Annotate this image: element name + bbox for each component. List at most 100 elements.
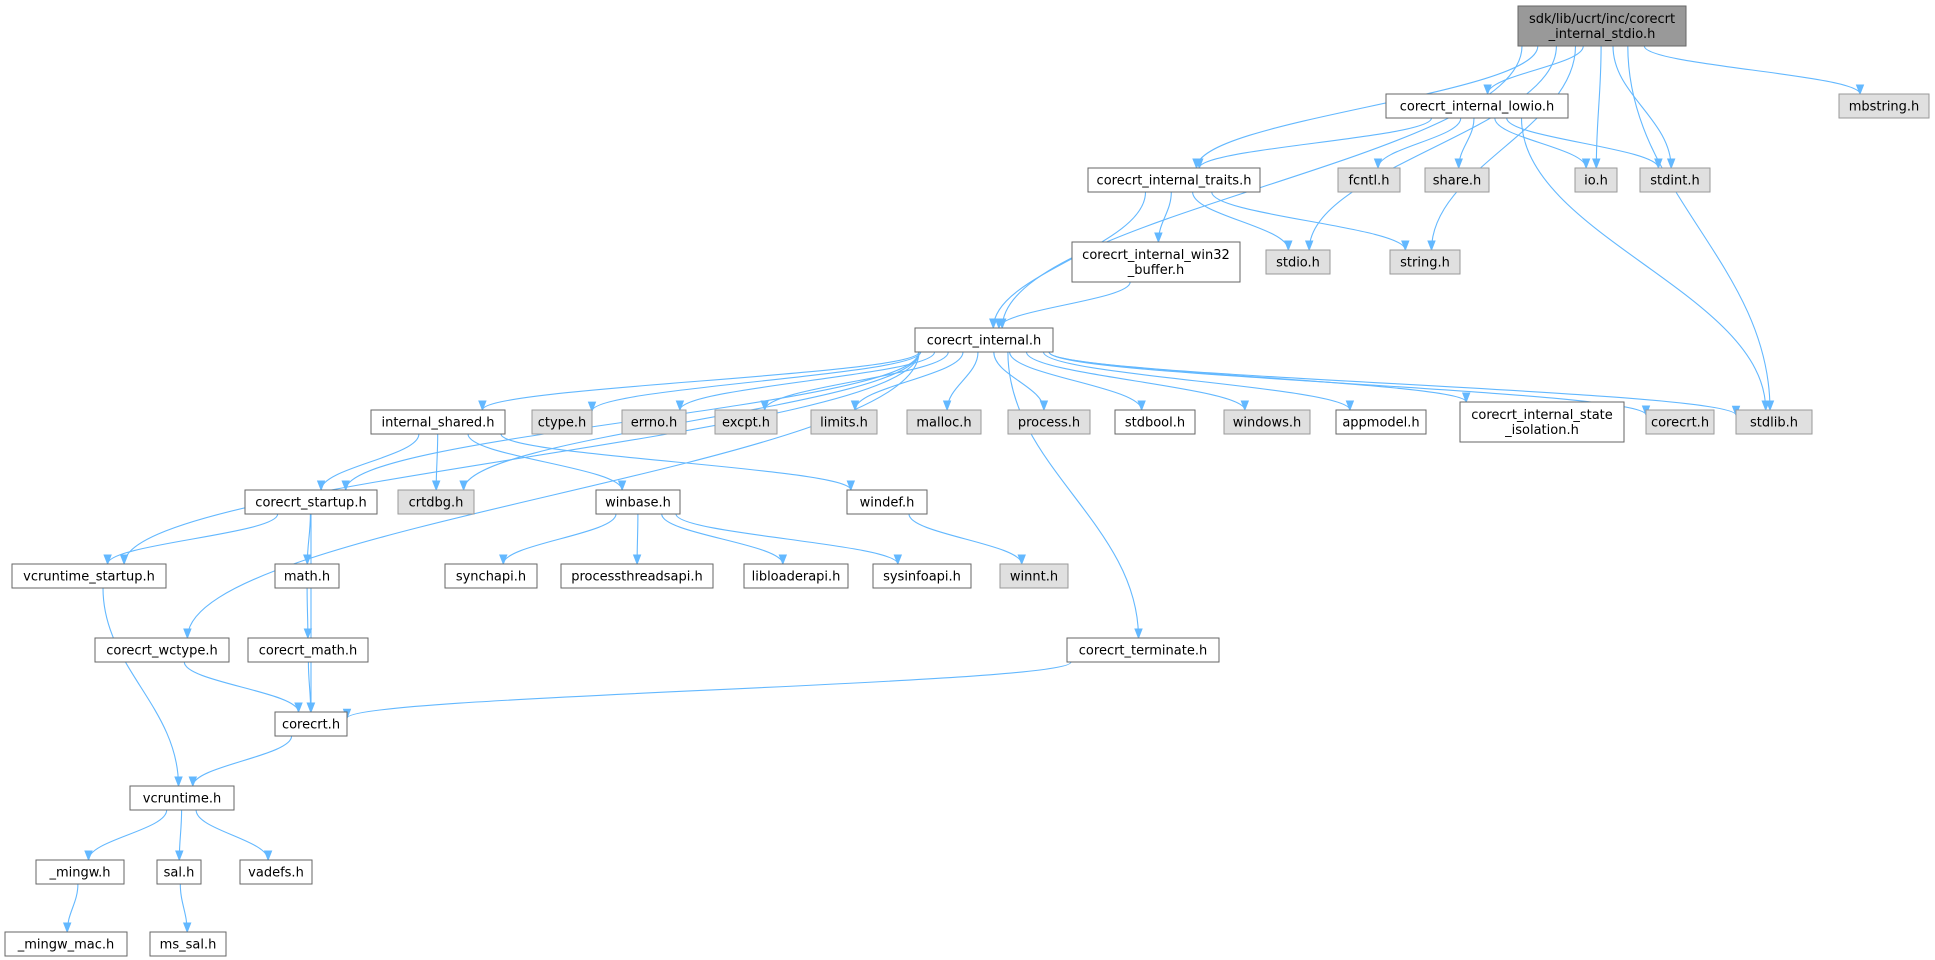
node-corecrt[interactable]: corecrt.h (274, 711, 348, 737)
node-mingw[interactable]: _mingw.h (35, 859, 125, 885)
node-label: winbase.h (605, 496, 671, 511)
node-label: corecrt_internal_lowio.h (1400, 100, 1555, 115)
node-root[interactable]: sdk/lib/ucrt/inc/corecrt_internal_stdio.… (1517, 5, 1687, 47)
edge-arrowhead (294, 702, 303, 714)
edge-line (346, 661, 1072, 719)
edge-line (102, 587, 180, 787)
node-label: corecrt.h (1651, 416, 1709, 431)
edge-arrowhead (893, 554, 903, 566)
node-box (914, 327, 1054, 353)
node-label: stdbool.h (1125, 416, 1185, 431)
node-box (1385, 93, 1569, 119)
node-vadefs[interactable]: vadefs.h (239, 859, 313, 885)
edge-line (1506, 117, 1659, 169)
node-math[interactable]: math.h (274, 563, 340, 589)
node-traits[interactable]: corecrt_internal_traits.h (1087, 167, 1261, 193)
node-label: vcruntime_startup.h (23, 570, 155, 585)
edge-arrowhead (942, 400, 952, 412)
node-appmodel[interactable]: appmodel.h (1335, 409, 1427, 435)
edge-line (502, 513, 617, 565)
node-cmath[interactable]: corecrt_math.h (247, 637, 369, 663)
edge-traits-to-stdio (1192, 191, 1293, 252)
edge-arrowhead (431, 480, 441, 492)
edge-root-to-io (1592, 45, 1602, 170)
node-stdio: stdio.h (1265, 249, 1331, 275)
node-label: sal.h (164, 866, 195, 881)
node-label: share.h (1433, 174, 1481, 189)
edge-line (186, 351, 920, 639)
edge-internal-to-appmodel (1042, 351, 1355, 412)
node-sysinfo[interactable]: sysinfoapi.h (872, 563, 972, 589)
node-startup[interactable]: corecrt_startup.h (244, 489, 378, 515)
edge-arrowhead (1427, 240, 1436, 252)
edge-arrowhead (459, 480, 468, 492)
edge-line (998, 281, 1131, 329)
node-winbase[interactable]: winbase.h (595, 489, 681, 515)
node-mssal[interactable]: ms_sal.h (149, 931, 227, 957)
node-win32buf[interactable]: corecrt_internal_win32_buffer.h (1071, 241, 1241, 283)
node-vcruntime[interactable]: vcruntime.h (129, 785, 235, 811)
node-box (1087, 167, 1261, 193)
node-box (1838, 93, 1930, 119)
node-internal[interactable]: corecrt_internal.h (914, 327, 1054, 353)
edge-line (908, 513, 1023, 565)
edge-lowio-to-io (1494, 117, 1591, 170)
edge-line (675, 513, 899, 565)
node-box (239, 859, 313, 885)
edge-arrowhead (1461, 392, 1471, 404)
node-label: ms_sal.h (160, 938, 217, 953)
node-wctype[interactable]: corecrt_wctype.h (94, 637, 230, 663)
node-stdint: stdint.h (1639, 167, 1711, 193)
edge-root-to-lowio (1483, 45, 1584, 96)
node-stdbool[interactable]: stdbool.h (1114, 409, 1196, 435)
node-sal[interactable]: sal.h (156, 859, 202, 885)
edge-winbase-to-libloader (661, 513, 788, 566)
node-synchapi[interactable]: synchapi.h (444, 563, 538, 589)
node-label: windows.h (1233, 416, 1301, 431)
edge-line (1612, 45, 1672, 169)
edge-arrowhead (1855, 84, 1865, 96)
node-label: synchapi.h (456, 570, 526, 585)
edge-math-to-cmath (303, 587, 313, 640)
edge-arrowhead (103, 554, 112, 566)
edge-corecrt-to-vcruntime (188, 735, 293, 788)
node-mingwmac[interactable]: _mingw_mac.h (4, 931, 128, 957)
node-box (1114, 409, 1196, 435)
edge-arrowhead (587, 401, 597, 413)
edge-line (463, 351, 920, 491)
node-libloader[interactable]: libloaderapi.h (743, 563, 849, 589)
edge-lowio-to-stdint (1506, 117, 1663, 170)
edge-line (467, 433, 623, 491)
node-stateiso[interactable]: corecrt_internal_state_isolation.h (1459, 401, 1625, 443)
node-label: libloaderapi.h (752, 570, 841, 585)
edge-arrowhead (1304, 240, 1314, 252)
node-terminate[interactable]: corecrt_terminate.h (1066, 637, 1220, 663)
edge-internal-to-errno (675, 351, 936, 412)
node-lowio[interactable]: corecrt_internal_lowio.h (1385, 93, 1569, 119)
edge-arrowhead (306, 702, 315, 714)
node-vcstartup[interactable]: vcruntime_startup.h (11, 563, 167, 589)
edge-arrowhead (119, 554, 129, 566)
node-excpt: excpt.h (714, 409, 778, 435)
edge-vcruntime-to-vadefs (195, 809, 273, 862)
edge-arrowhead (1761, 400, 1770, 412)
node-label: corecrt_internal_state (1471, 408, 1613, 423)
edge-arrowhead (1454, 158, 1463, 170)
edge-ishared-to-startup (316, 433, 420, 492)
edge-arrowhead (1154, 232, 1163, 244)
node-label: sysinfoapi.h (883, 570, 961, 585)
node-procthread[interactable]: processthreadsapi.h (560, 563, 714, 589)
edge-internal-to-stdbool (1009, 351, 1146, 412)
node-box (1265, 249, 1331, 275)
edge-arrowhead (675, 400, 685, 412)
node-box (274, 711, 348, 737)
edge-line (87, 809, 168, 861)
edge-arrowhead (1284, 240, 1293, 252)
edge-line (123, 351, 920, 565)
node-windef[interactable]: windef.h (846, 489, 928, 515)
edge-arrowhead (183, 628, 192, 640)
node-box (370, 409, 506, 435)
edge-winbase-to-sysinfo (675, 513, 903, 566)
node-ishared[interactable]: internal_shared.h (370, 409, 506, 435)
node-malloc: malloc.h (906, 409, 982, 435)
